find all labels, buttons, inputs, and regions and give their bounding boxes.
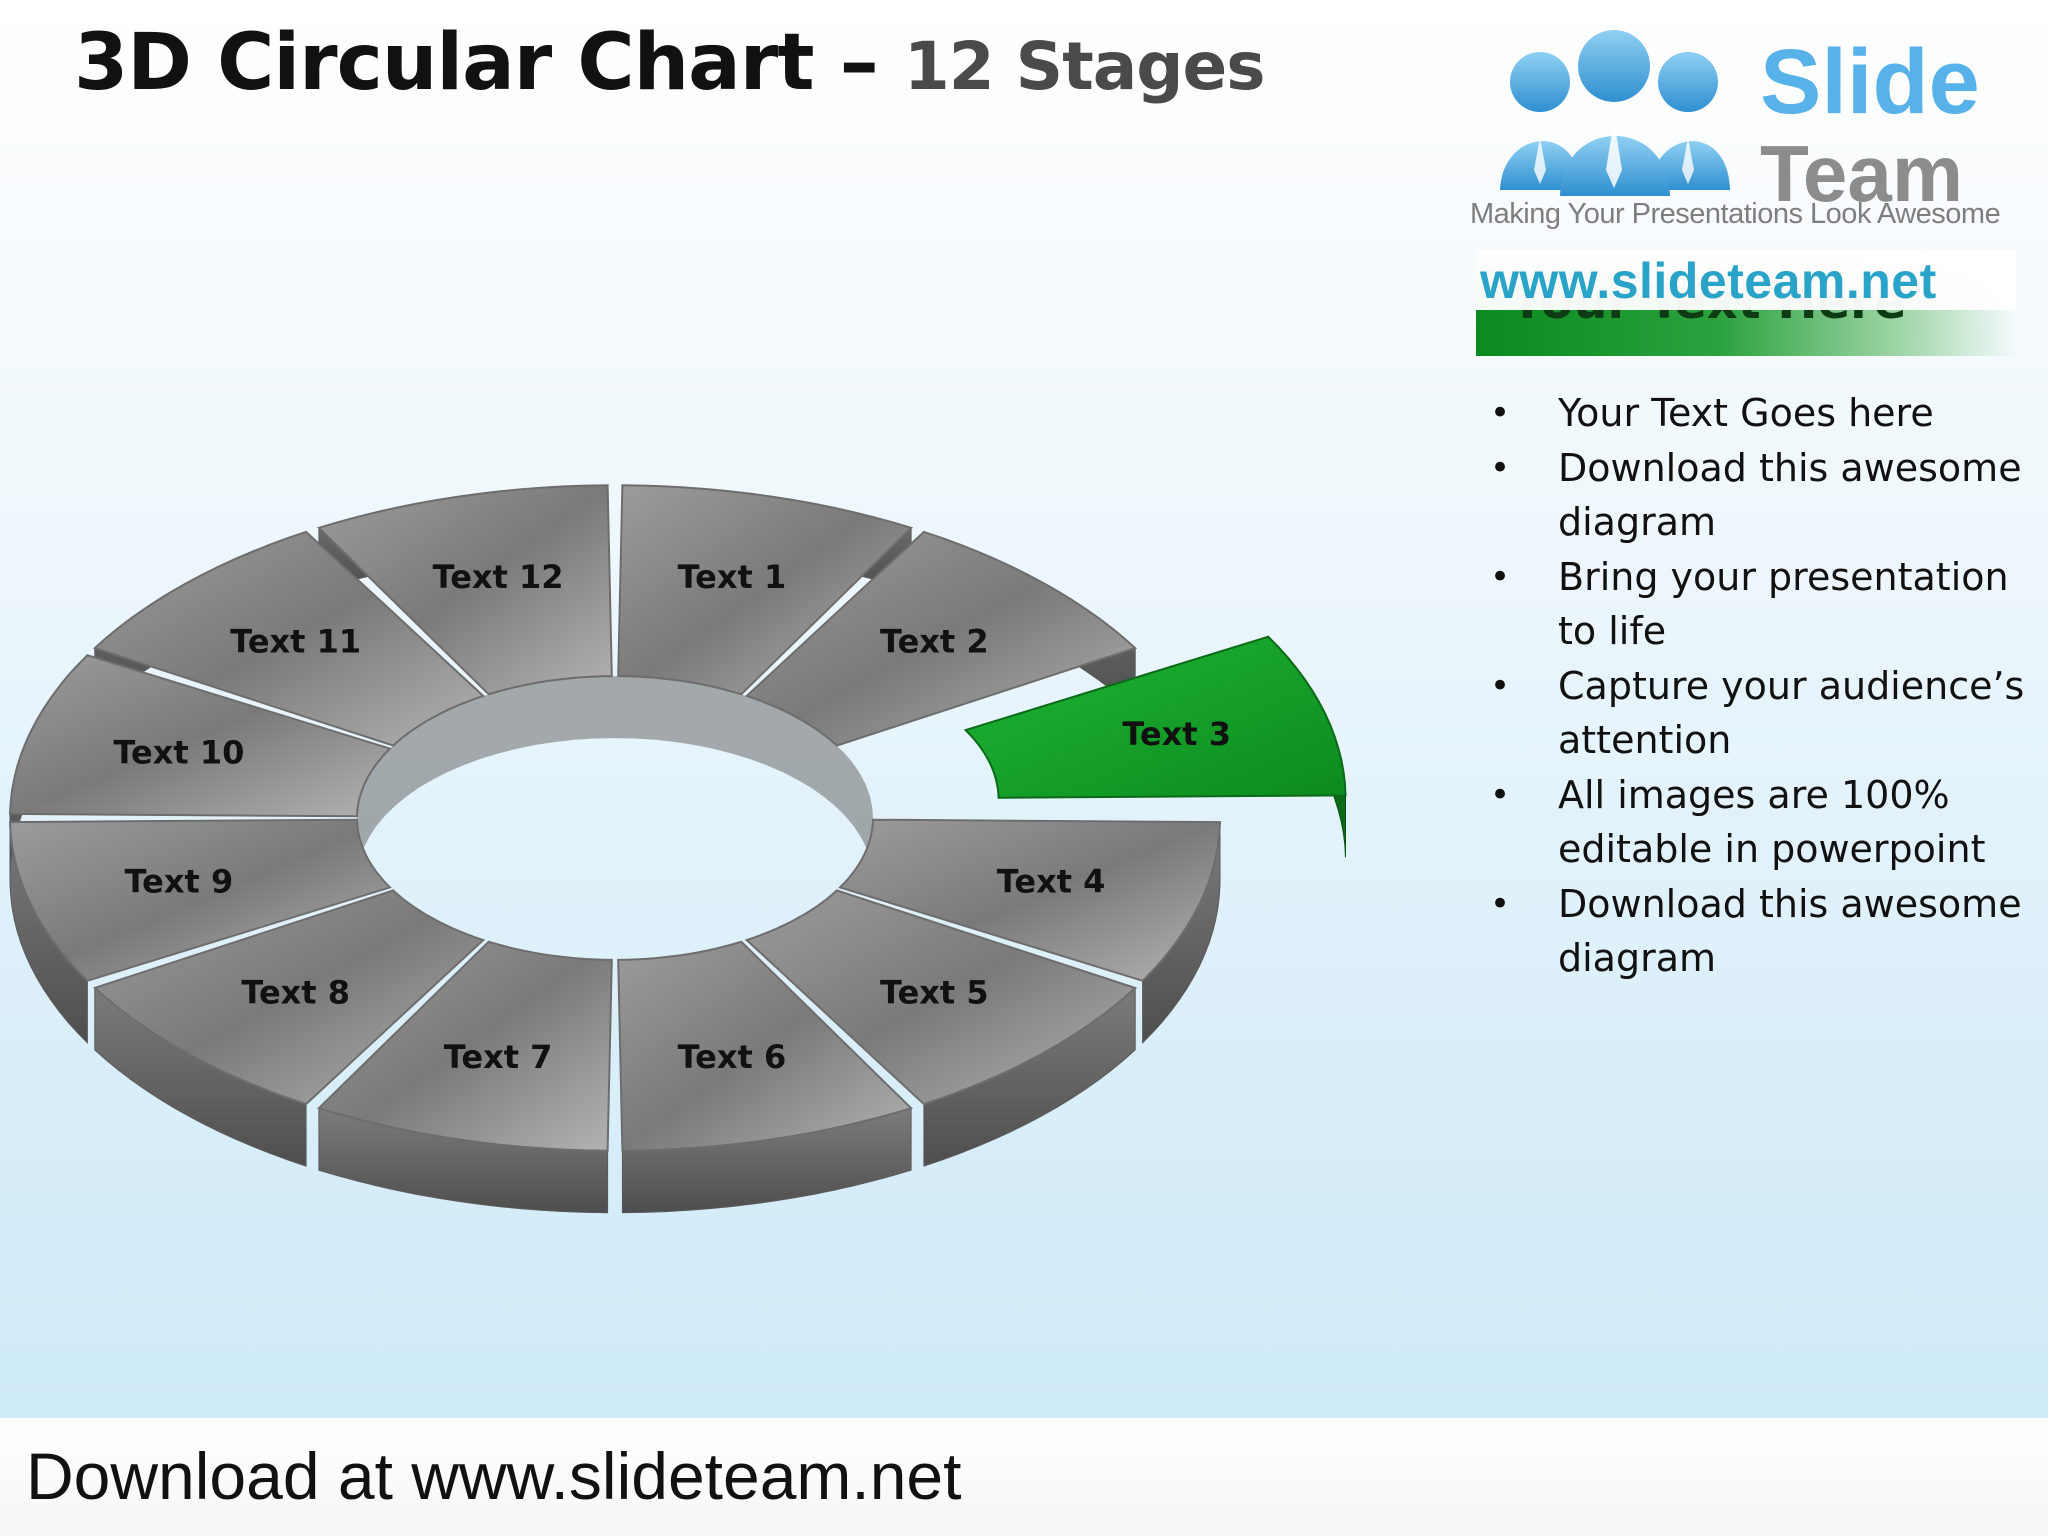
stage-segment-6[interactable] (617, 940, 914, 1152)
logo-url[interactable]: www.slideteam.net (1480, 253, 1937, 309)
stage-label-6: Text 6 (678, 1038, 787, 1076)
stage-label-4: Text 4 (997, 862, 1106, 900)
sidebar-bullet-list: Your Text Goes here Download this awesom… (1490, 386, 2030, 986)
stage-label-2: Text 2 (880, 622, 989, 660)
stage-segment-10[interactable] (8, 654, 392, 818)
stage-label-9: Text 9 (125, 862, 234, 900)
page-title-main: 3D Circular Chart (74, 18, 815, 108)
page-title: 3D Circular Chart – 12 Stages (74, 18, 1266, 108)
sidebar-heading-box: Your Text Here www.slideteam.net (1476, 250, 2016, 356)
stage-label-8: Text 8 (241, 974, 350, 1012)
stage-segment-2[interactable] (744, 530, 1138, 747)
stage-segment-5[interactable] (744, 889, 1138, 1106)
footer-download-text[interactable]: Download at www.slideteam.net (26, 1439, 962, 1513)
slideteam-logo: Slide Team Making Your Presentations Loo… (1470, 20, 2030, 310)
people-group-icon (1500, 30, 1730, 196)
ring-top-layer (8, 484, 1347, 1152)
stage-segment-11[interactable] (92, 530, 486, 747)
stage-segment-3[interactable] (963, 635, 1347, 799)
stage-label-3: Text 3 (1122, 715, 1231, 753)
title-dash: – (813, 18, 904, 108)
bullet-item: Your Text Goes here (1490, 386, 2030, 441)
stage-label-10: Text 10 (113, 734, 244, 772)
stage-label-11: Text 11 (230, 622, 361, 660)
stage-label-12: Text 12 (433, 558, 564, 596)
logo-tagline: Making Your Presentations Look Awesome (1470, 198, 2001, 230)
page-subtitle: 12 Stages (903, 28, 1266, 105)
bullet-item: Capture your audience’s attention (1490, 659, 2030, 768)
ring-label-layer: Text 1 Text 2 Text 3 Text 4 Text 5 Text 6 Text… (113, 558, 1231, 1076)
stage-segment-12[interactable] (316, 484, 613, 696)
stage-segment-8[interactable] (92, 889, 486, 1106)
stage-segment-4[interactable] (838, 818, 1222, 982)
logo-word-team: Team (1760, 129, 1964, 218)
stage-label-1: Text 1 (678, 558, 787, 596)
bullet-item: Download this awesome diagram (1490, 877, 2030, 986)
stage-label-7: Text 7 (444, 1038, 553, 1076)
logo-word-slide: Slide (1760, 31, 1980, 133)
footer-band (0, 1418, 2048, 1536)
bullet-item: Download this awesome diagram (1490, 441, 2030, 550)
bullet-item: Bring your presentation to life (1490, 550, 2030, 659)
stage-segment-1[interactable] (617, 484, 914, 696)
ring-inner-wall (357, 676, 873, 880)
url-banner: www.slideteam.net (1476, 250, 2016, 310)
stage-segment-9[interactable] (8, 818, 392, 982)
bullet-item: All images are 100% editable in powerpoi… (1490, 768, 2030, 877)
stage-segment-7[interactable] (316, 940, 613, 1152)
stage-label-5: Text 5 (880, 974, 989, 1012)
